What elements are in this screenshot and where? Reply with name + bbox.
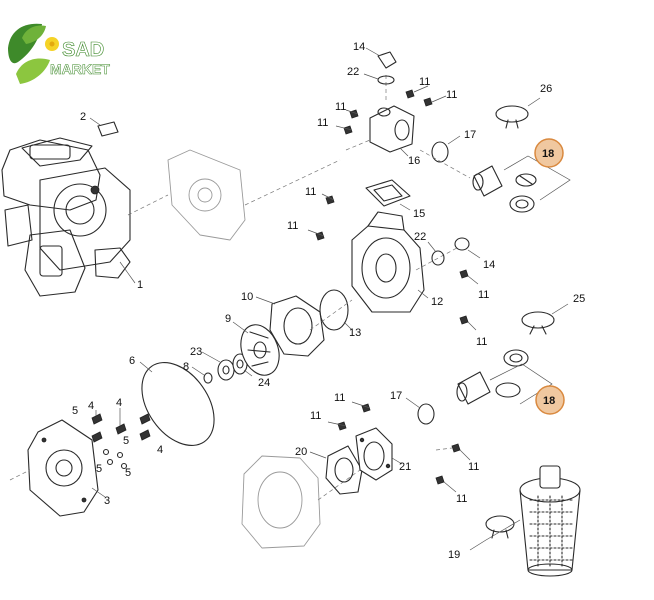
callout-5d[interactable]: 5	[125, 467, 131, 479]
callout-2[interactable]: 2	[80, 111, 86, 123]
callout-11e[interactable]: 11	[305, 186, 316, 198]
callout-11c[interactable]: 11	[335, 101, 346, 113]
callout-22a[interactable]: 22	[347, 66, 359, 78]
callout-24[interactable]: 24	[258, 377, 270, 389]
logo-leaf-light-icon	[16, 58, 50, 84]
logo-leaf-small-icon	[22, 25, 46, 44]
highlight-18-bottom[interactable]	[535, 385, 565, 415]
upper-hose-coupling	[472, 97, 571, 213]
part-12-pump-housing	[309, 211, 469, 331]
callout-23[interactable]: 23	[190, 346, 202, 358]
part-17-gasket-top	[431, 135, 461, 163]
callout-14a[interactable]: 14	[353, 41, 365, 53]
part-14-plug-top	[365, 47, 397, 69]
highlight-18-top[interactable]	[534, 138, 564, 168]
callout-25[interactable]: 25	[573, 293, 585, 305]
callout-17a[interactable]: 17	[464, 129, 476, 141]
bolts-11	[307, 85, 479, 493]
callout-12[interactable]: 12	[431, 296, 443, 308]
callout-4a[interactable]: 4	[88, 400, 94, 412]
callout-11d[interactable]: 11	[317, 117, 328, 129]
callout-18b[interactable]: 18	[543, 395, 555, 407]
callout-3[interactable]: 3	[104, 495, 110, 507]
part-21-cover	[355, 427, 403, 481]
part-20-gasket	[309, 445, 363, 495]
part-22-o-ring-side	[427, 241, 445, 266]
logo-flower-center	[49, 41, 55, 47]
logo-line2: MARKET	[50, 61, 110, 77]
callout-11b[interactable]: 11	[446, 89, 457, 101]
part-23-24-seal	[201, 351, 253, 381]
callout-11h[interactable]: 11	[476, 336, 487, 348]
callout-11k[interactable]: 11	[468, 461, 479, 473]
callout-26[interactable]: 26	[540, 83, 552, 95]
part-2-plug	[89, 117, 119, 137]
callout-6[interactable]: 6	[129, 355, 135, 367]
callout-17b[interactable]: 17	[390, 390, 402, 402]
part-9-impeller	[232, 321, 280, 376]
callout-5b[interactable]: 5	[123, 435, 129, 447]
part-3-flange	[9, 419, 106, 517]
callout-13[interactable]: 13	[349, 327, 361, 339]
callout-4b[interactable]: 4	[116, 397, 122, 409]
lower-hose-coupling	[456, 303, 569, 405]
part-13-o-ring	[319, 289, 353, 331]
bolt-set-4-5	[91, 408, 151, 470]
callout-9[interactable]: 9	[225, 313, 231, 325]
callout-15[interactable]: 15	[413, 208, 425, 220]
part-6-o-ring	[139, 361, 215, 446]
callout-19[interactable]: 19	[448, 549, 460, 561]
part-19-strainer	[469, 465, 581, 577]
callout-11l[interactable]: 11	[456, 493, 467, 505]
callout-1[interactable]: 1	[137, 279, 143, 291]
callout-11g[interactable]: 11	[478, 289, 489, 301]
callout-16[interactable]: 16	[408, 155, 420, 167]
callout-11a[interactable]: 11	[419, 76, 430, 88]
part-14-plug-side	[454, 237, 481, 259]
part-8-washer	[191, 366, 213, 384]
engine-bracket	[127, 149, 341, 241]
part-10-wear-plate	[255, 295, 325, 357]
part-15-gasket	[365, 179, 411, 211]
callout-14b[interactable]: 14	[483, 259, 495, 271]
callout-21[interactable]: 21	[399, 461, 411, 473]
callout-10[interactable]: 10	[241, 291, 253, 303]
logo-line1: SAD	[62, 39, 104, 61]
part-22-o-ring-top	[363, 73, 395, 85]
secondary-housing	[241, 455, 361, 549]
callout-labels: 1 2 3 4 4 4 5 5 5 5 6 8 9 10 11 11 11 11…	[72, 41, 585, 561]
callout-5c[interactable]: 5	[96, 463, 102, 475]
callout-5a[interactable]: 5	[72, 405, 78, 417]
callout-4c[interactable]: 4	[157, 444, 163, 456]
part-17-gasket-bottom	[405, 397, 435, 425]
callout-20[interactable]: 20	[295, 446, 307, 458]
part-16-discharge-head	[369, 72, 415, 157]
sadmarket-logo: SAD MARKET	[8, 23, 111, 84]
engine	[1, 137, 136, 297]
callout-8[interactable]: 8	[183, 361, 189, 373]
callout-11f[interactable]: 11	[287, 220, 298, 232]
callout-18a[interactable]: 18	[542, 148, 554, 160]
callout-22b[interactable]: 22	[414, 231, 426, 243]
callout-11i[interactable]: 11	[334, 392, 345, 404]
callout-11j[interactable]: 11	[310, 410, 321, 422]
